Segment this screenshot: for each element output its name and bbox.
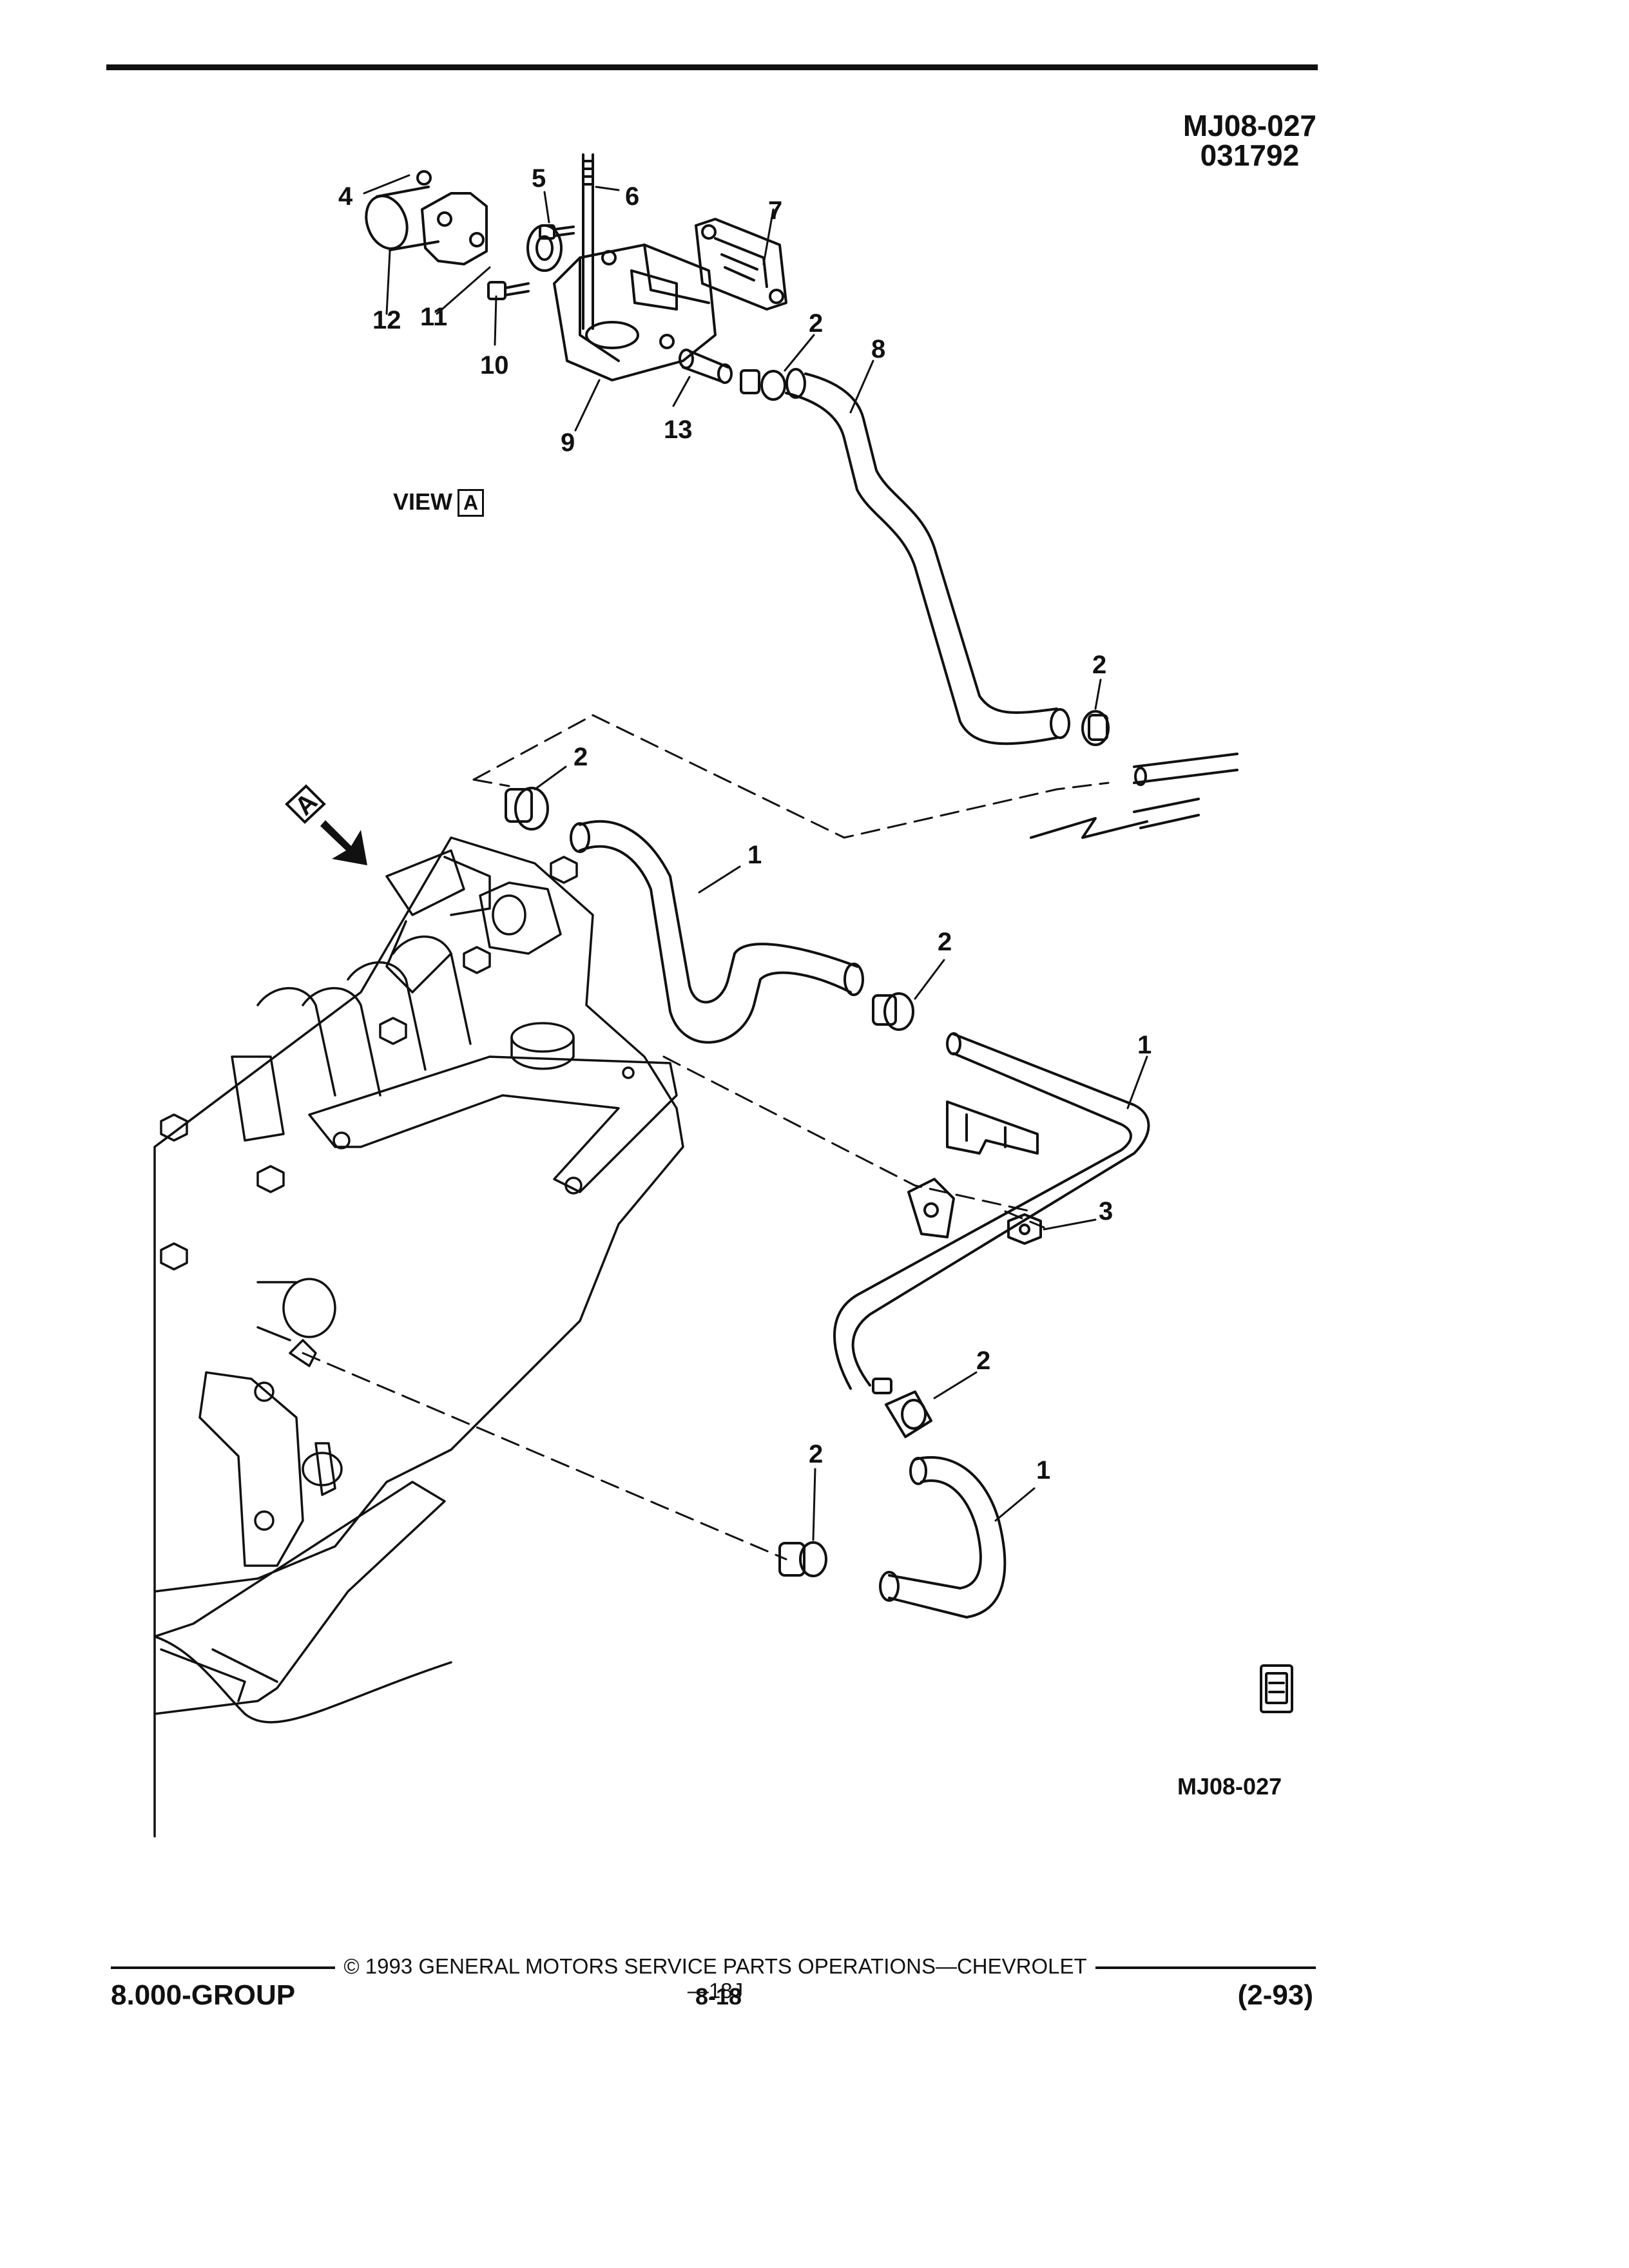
hose-1-long [833,1032,1150,1394]
callout-9: 9 [561,428,575,457]
callout-12: 12 [372,306,401,334]
callout-6: 6 [625,182,639,211]
callout-2-e: 2 [976,1347,990,1375]
clamp-2-upper [740,369,786,401]
hose-1-upper [570,820,864,1044]
footer-page-number: 8-18 [695,1983,742,2010]
callout-labels: 4 5 6 7 12 11 10 9 13 2 8 2 2 1 2 1 3 2 … [338,164,1152,1485]
callout-7: 7 [768,197,782,225]
callout-1-b: 1 [1137,1031,1152,1059]
callout-2-a: 2 [809,309,823,338]
part-10-bolt [487,281,530,300]
part-13-sleeve [679,349,733,384]
date-code: 031792 [1200,139,1300,172]
callout-5: 5 [532,164,546,193]
view-label-text: VIEW [393,488,453,515]
reference-outline [302,714,1110,1561]
document-code: MJ08-027 031792 [1183,111,1316,170]
part-9-body [553,244,717,381]
top-rule [106,64,1318,70]
leader-lines [363,174,1148,1541]
clamp-2-lower-right [885,1390,932,1438]
callout-11: 11 [420,303,447,331]
footer-group: 8.000-GROUP [111,1979,296,2011]
part-7-plate [695,218,787,311]
callout-4: 4 [338,182,353,211]
callout-13: 13 [664,416,693,444]
callout-2-f: 2 [809,1440,823,1468]
clamp-2-left-top [505,787,549,831]
callout-2-d: 2 [938,928,952,956]
hose-8 [785,368,1070,745]
hose-clip [907,1178,955,1238]
view-label-letter: A [458,489,485,517]
callout-2-c: 2 [574,743,588,771]
callout-8: 8 [871,335,885,363]
callout-1-a: 1 [747,841,762,869]
part-11-seal [526,224,563,272]
clamp-2-bottom [778,1541,827,1577]
part-6-stud [582,153,594,330]
hose-bracket [946,1100,1039,1155]
footer-revision: (2-93) [1237,1979,1313,2011]
clamp-2-middle [872,992,914,1031]
pipe-stubs [1030,753,1239,839]
view-a-assembly [365,153,1070,745]
footer-copyright: © 1993 GENERAL MOTORS SERVICE PARTS OPER… [335,1954,1095,2003]
gm-spo-logo-icon [1260,1664,1293,1713]
view-arrow-letter: A [290,788,323,822]
figure-reference: MJ08-027 [1177,1773,1282,1800]
part-3-nut [1007,1213,1042,1245]
clamp-2-right-upper [1081,710,1110,746]
callout-1-c: 1 [1036,1456,1050,1485]
callout-3: 3 [1099,1197,1113,1225]
hose-1-lower [879,1456,1007,1619]
part-12-housing [365,170,488,265]
illustration-code: MJ08-027 [1182,109,1316,142]
engine-block [153,836,684,1838]
part-5-stud [539,224,575,240]
view-arrow-icon [285,784,367,865]
callout-10: 10 [480,351,509,380]
callout-2-b: 2 [1092,651,1106,679]
